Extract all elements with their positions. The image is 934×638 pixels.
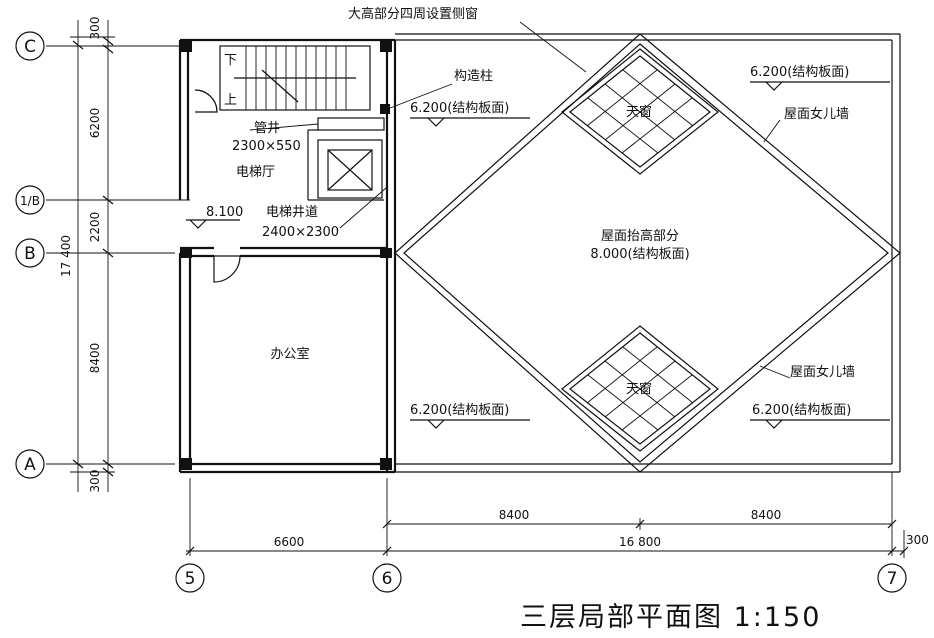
drawing-title: 三层局部平面图 1:150 (520, 602, 821, 633)
elevation-6200-upper-right: 6.200(结构板面) (750, 65, 849, 80)
dim-v-300-top: 300 (88, 17, 102, 40)
elevation-6200-lower-mid: 6.200(结构板面) (410, 403, 509, 418)
dim-h-8400-left: 8400 (499, 508, 530, 522)
left-block-walls (178, 38, 397, 474)
office-label: 办公室 (270, 346, 309, 362)
elevation-6200-lower-right: 6.200(结构板面) (752, 403, 851, 418)
parapet-label-upper: 屋面女儿墙 (784, 106, 849, 122)
elevation-8100: 8.100 (206, 205, 243, 220)
structural-columns (180, 40, 392, 470)
axis-bubbles-bottom: 5 6 7 (175, 563, 907, 593)
dim-h-6600: 6600 (274, 535, 305, 549)
axis-label-6: 6 (382, 569, 393, 589)
skylight-label-upper: 天窗 (626, 104, 652, 120)
dim-h-16800: 16 800 (619, 535, 661, 549)
stair-treads: 下 上 (224, 46, 347, 110)
elevator-shaft-label: 电梯井道 (266, 205, 318, 220)
axis-label-5: 5 (185, 569, 196, 589)
labels: 大高部分四周设置侧窗 构造柱 6.200(结构板面) 6.200(结构板面) 屋… (206, 6, 855, 418)
elevator-shaft-size: 2400×2300 (262, 225, 339, 240)
axis-label-a: A (24, 455, 36, 475)
leader-lines (249, 21, 791, 379)
skylight-upper (561, 48, 719, 175)
stair-down-label: 下 (224, 53, 237, 68)
elevator-hall-label: 电梯厅 (236, 165, 275, 180)
vertical-dimensions: 300 6200 2200 17 400 8400 300 (59, 17, 115, 493)
dim-v-8400: 8400 (88, 343, 102, 374)
horizontal-dimensions: 8400 8400 6600 16 800 300 (185, 508, 929, 558)
dim-v-2200: 2200 (88, 212, 102, 243)
pipe-shaft-size: 2300×550 (232, 139, 301, 154)
stair-up-label: 上 (224, 93, 237, 108)
axis-bubbles-left: C 1/B B A (15, 31, 45, 479)
axis-label-b: B (24, 244, 36, 264)
axis-label-c: C (24, 37, 36, 57)
grid-lines (46, 45, 893, 556)
parapet-label-lower: 屋面女儿墙 (790, 364, 855, 380)
dim-h-300: 300 (906, 533, 929, 547)
side-windows-note: 大高部分四周设置侧窗 (348, 6, 478, 22)
axis-label-7: 7 (887, 569, 898, 589)
skylight-lower (561, 325, 719, 452)
roof-area (394, 33, 901, 473)
dim-v-17400: 17 400 (59, 235, 73, 277)
raised-roof-label: 屋面抬高部分 (601, 228, 679, 244)
dim-v-300-bottom: 300 (88, 470, 102, 493)
elevation-markers (186, 81, 890, 429)
axis-label-1b: 1/B (20, 194, 40, 208)
dim-v-6200: 6200 (88, 108, 102, 139)
raised-roof-elevation: 8.000(结构板面) (590, 247, 689, 262)
structural-column-label: 构造柱 (454, 69, 493, 84)
dim-h-8400-right: 8400 (751, 508, 782, 522)
pipe-shaft-label: 管井 (254, 121, 280, 136)
elevation-6200-upper-mid: 6.200(结构板面) (410, 101, 509, 116)
skylight-label-lower: 天窗 (626, 381, 652, 397)
